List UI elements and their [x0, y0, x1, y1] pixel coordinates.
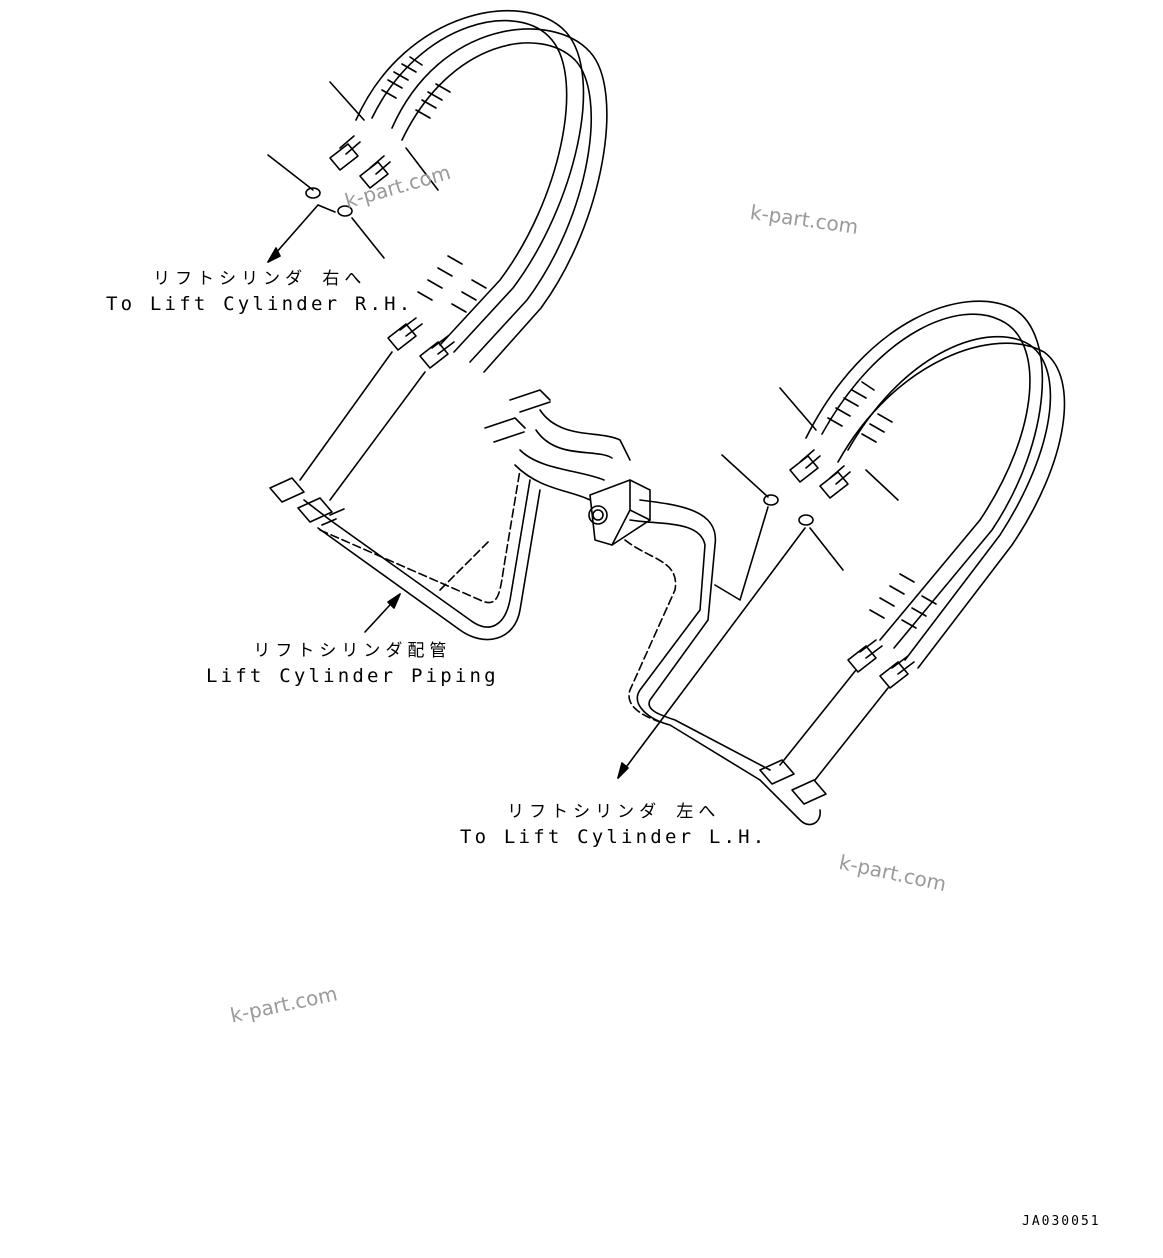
label-rh-japanese: リフトシリンダ 右へ	[153, 269, 367, 289]
label-to-lift-cylinder-lh: リフトシリンダ 左へ To Lift Cylinder L.H.	[460, 804, 767, 847]
label-lift-cylinder-piping: リフトシリンダ配管 Lift Cylinder Piping	[206, 643, 499, 686]
label-rh-english: To Lift Cylinder R.H.	[106, 293, 414, 315]
piping-left	[269, 469, 541, 641]
label-to-lift-cylinder-rh: リフトシリンダ 右へ To Lift Cylinder R.H.	[106, 271, 413, 314]
label-lh-japanese: リフトシリンダ 左へ	[507, 802, 721, 822]
valve-block	[484, 389, 651, 546]
hose-pair-rh	[267, 10, 608, 501]
label-lh-english: To Lift Cylinder L.H.	[460, 826, 768, 848]
hose-pair-lh	[721, 300, 1066, 781]
piping-right	[617, 499, 827, 826]
label-piping-japanese: リフトシリンダ配管	[253, 641, 452, 661]
label-piping-english: Lift Cylinder Piping	[206, 665, 499, 687]
drawing-code: JA030051	[1022, 1214, 1101, 1229]
